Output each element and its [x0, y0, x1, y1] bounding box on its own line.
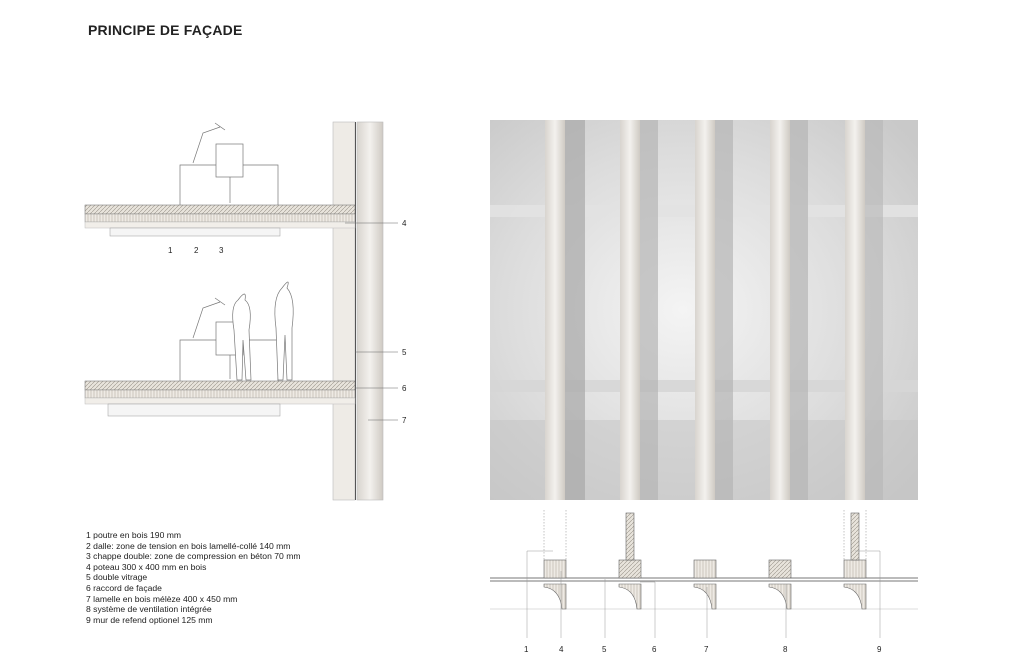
- desk-lower: [179, 281, 294, 381]
- plan-label-9: 9: [877, 645, 882, 654]
- plan-label-7: 7: [704, 645, 709, 654]
- section-label-6: 6: [402, 384, 407, 393]
- building-section: 1 2 3 4 5 6 7: [84, 121, 407, 501]
- legend-item: 8 système de ventilation intégrée: [86, 604, 212, 615]
- legend-item: 3 chappe double: zone de compression en …: [86, 551, 301, 562]
- legend-item: 6 raccord de façade: [86, 582, 162, 593]
- screed-upper: [84, 204, 356, 215]
- slab-lower: [84, 389, 356, 399]
- beam-upper: [109, 227, 281, 237]
- plan-label-4: 4: [559, 645, 564, 654]
- facade-plan: 1 4 5 6 7 8 9: [490, 510, 918, 654]
- column-post: [332, 121, 356, 501]
- section-label-1: 1: [168, 246, 173, 255]
- legend-item: 4 poteau 300 x 400 mm en bois: [86, 561, 207, 572]
- plan-label-6: 6: [652, 645, 657, 654]
- legend-item: 2 dalle: zone de tension en bois lamellé…: [86, 540, 291, 551]
- plan-label-8: 8: [783, 645, 788, 654]
- plan-label-5: 5: [602, 645, 607, 654]
- slab-upper: [84, 213, 356, 223]
- beam-lower: [107, 403, 281, 417]
- legend-item: 7 lamelle en bois mélèze 400 x 450 mm: [86, 593, 238, 604]
- facade-elevation: [490, 120, 918, 500]
- wood-lamella: [356, 121, 384, 501]
- lamellas: [545, 120, 883, 500]
- screed-lower: [84, 380, 356, 391]
- section-label-4: 4: [402, 219, 407, 228]
- legend-item: 1 poutre en bois 190 mm: [86, 530, 182, 540]
- desk-upper: [179, 122, 279, 205]
- plan-label-1: 1: [524, 645, 529, 654]
- section-label-2: 2: [194, 246, 199, 255]
- section-label-3: 3: [219, 246, 224, 255]
- page-title: PRINCIPE DE FAÇADE: [88, 22, 243, 38]
- legend-item: 9 mur de refend optionel 125 mm: [86, 614, 213, 625]
- legend: 1 poutre en bois 190 mm 2 dalle: zone de…: [86, 530, 301, 625]
- legend-item: 5 double vitrage: [86, 572, 148, 583]
- section-label-7: 7: [402, 416, 407, 425]
- section-label-5: 5: [402, 348, 407, 357]
- lamella-sections: [543, 583, 867, 610]
